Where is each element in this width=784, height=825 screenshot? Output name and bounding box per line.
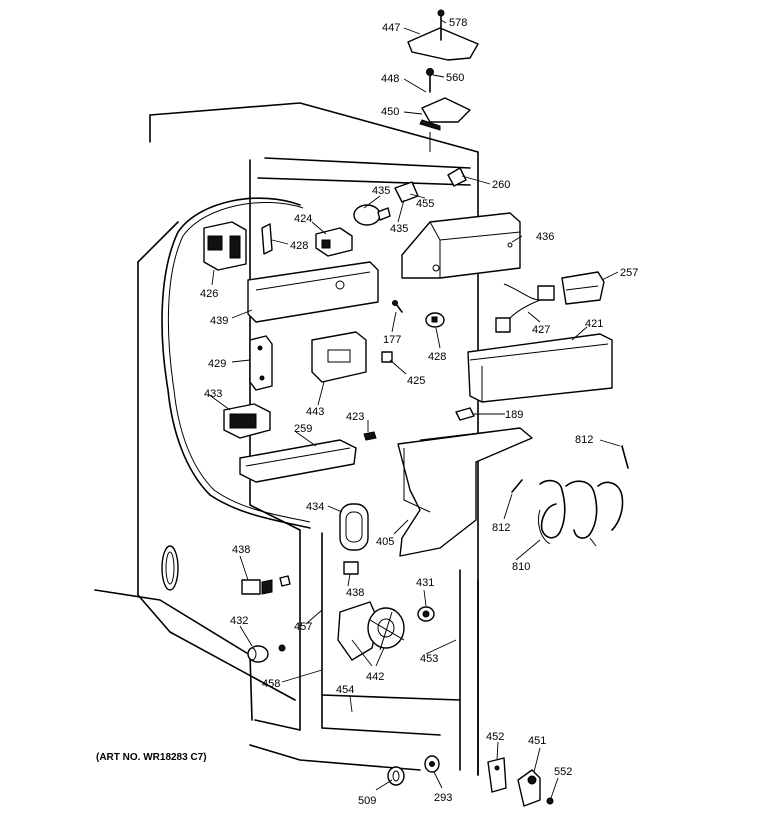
part-425-clip [381,351,393,363]
callout-578: 578 [449,17,467,29]
part-442-fan-assembly [337,601,405,661]
callout-439: 439 [210,315,228,327]
part-434-light-shield [339,503,369,551]
callout-812-top: 812 [575,434,593,446]
callout-457: 457 [294,621,312,633]
part-448-screw [426,68,434,93]
callout-458: 458 [262,678,280,690]
callout-259: 259 [294,423,312,435]
part-293-grommet [424,755,440,773]
part-450-mount [419,97,471,152]
callout-438-right: 438 [346,587,364,599]
callout-423: 423 [346,411,364,423]
part-443-bracket [311,331,367,383]
callout-427: 427 [532,324,550,336]
part-455-bracket [394,181,419,203]
part-432-grommet [247,644,286,663]
part-451-bracket [517,769,541,807]
callout-257: 257 [620,267,638,279]
part-812-leads [511,445,629,493]
part-405-duct [397,427,533,557]
wiring-harness [161,197,311,529]
callout-447: 447 [382,22,400,34]
callout-448: 448 [381,73,399,85]
part-421-rail [467,333,613,403]
callout-443: 443 [306,406,324,418]
part-428-terminal [261,223,273,255]
leader-lines [207,19,621,799]
callout-454: 454 [336,684,354,696]
callout-455: 455 [416,198,434,210]
part-438-plug [241,575,291,595]
part-429-bracket [249,335,273,391]
part-435-light-bulb [353,204,391,226]
part-509-grommet [387,766,405,786]
part-439-plate [247,261,379,323]
part-189-clip [455,407,475,421]
callout-451: 451 [528,735,546,747]
callout-453: 453 [420,653,438,665]
part-447-cover [407,27,479,61]
art-number: (ART NO. WR18283 C7) [96,752,207,763]
callout-435-bottom: 435 [390,223,408,235]
part-431-grommet [417,606,435,622]
part-257-timer [561,271,605,305]
part-433-relay [223,403,271,439]
callout-812-bottom: 812 [492,522,510,534]
callout-labels: 447 578 448 560 450 260 435 455 435 436 … [200,17,638,807]
callout-424: 424 [294,213,312,225]
callout-432: 432 [230,615,248,627]
callout-436: 436 [536,231,554,243]
part-427-connector [495,283,555,333]
callout-552: 552 [554,766,572,778]
part-428-sensor [425,312,445,328]
callout-431: 431 [416,577,434,589]
part-426-module [203,221,247,271]
part-578-screw [437,9,445,41]
callout-452: 452 [486,731,504,743]
callout-405: 405 [376,536,394,548]
callout-435-top: 435 [372,185,390,197]
callout-177: 177 [383,334,401,346]
refrigerator-case [94,102,479,776]
part-438-clip [343,561,359,575]
callout-260: 260 [492,179,510,191]
part-552-screw [546,797,554,805]
part-436-control-housing [401,212,521,279]
part-177-screw [392,300,403,313]
part-452-bracket [487,757,507,793]
callout-293: 293 [434,792,452,804]
callout-434: 434 [306,501,324,513]
callout-560: 560 [446,72,464,84]
part-423-clip [363,431,377,441]
callout-433: 433 [204,388,222,400]
callout-429: 429 [208,358,226,370]
callout-428-mid: 428 [428,351,446,363]
part-260-clip [447,167,467,187]
callout-810: 810 [512,561,530,573]
part-259-cover [239,439,357,483]
callout-421: 421 [585,318,603,330]
part-810-defrost-heater [537,479,624,547]
callout-189: 189 [505,409,523,421]
callout-426: 426 [200,288,218,300]
callout-450: 450 [381,106,399,118]
callout-425: 425 [407,375,425,387]
callout-428-top: 428 [290,240,308,252]
callout-509: 509 [358,795,376,807]
callout-442: 442 [366,671,384,683]
part-424-switch [315,227,353,257]
callout-438-left: 438 [232,544,250,556]
